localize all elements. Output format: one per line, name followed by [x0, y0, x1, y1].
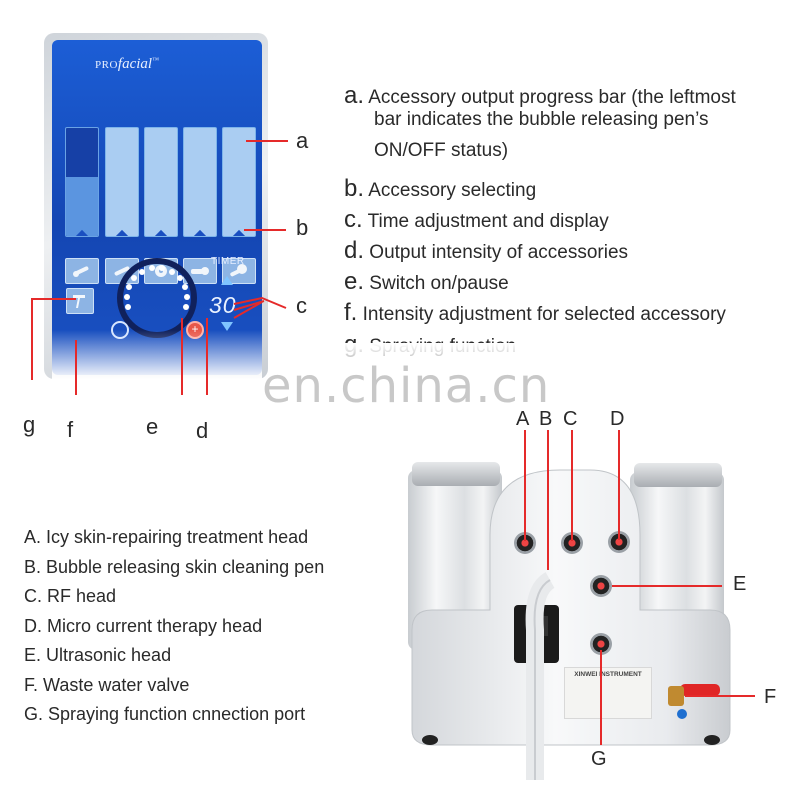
ultrasonic-head-icon: [230, 264, 247, 277]
intensity-dot: [176, 275, 183, 282]
callout-D: D: [610, 408, 625, 430]
progress-bar-bubble-pen: [65, 127, 99, 237]
intensity-dot: [139, 268, 146, 275]
port-c: [561, 532, 583, 554]
plate-title: XINWEI INSTRUMENT: [574, 671, 642, 678]
port-g: [590, 633, 612, 655]
callout-c: c: [296, 293, 307, 318]
micro-current-icon: [191, 267, 209, 275]
progress-bar-3: [144, 127, 178, 237]
legend-e: e. Switch on/pause: [344, 268, 509, 295]
callout-f: f: [67, 417, 74, 442]
intensity-dot: [131, 275, 138, 282]
progress-bar-fill: [66, 176, 98, 236]
legend-fade: [330, 343, 570, 369]
intensity-dot: [126, 284, 133, 291]
icy-head-icon: [73, 266, 89, 277]
screen-fade: [52, 330, 262, 380]
intensity-dot: [125, 304, 132, 311]
brand-tm: ™: [152, 56, 159, 64]
legend-B: B. Bubble releasing skin cleaning pen: [24, 557, 325, 577]
legend-c: c. Time adjustment and display: [344, 206, 609, 233]
progress-bar-4: [183, 127, 217, 237]
legend-E: E. Ultrasonic head: [24, 645, 172, 665]
intensity-dot: [182, 304, 189, 311]
callout-C: C: [563, 408, 578, 430]
legend-C: C. RF head: [24, 586, 117, 606]
legend-a-line2: bar indicates the bubble releasing pen’s: [374, 109, 709, 130]
legend-b: b. Accessory selecting: [344, 175, 537, 202]
legend-a-line3: ON/OFF status): [374, 140, 509, 161]
port-e: [590, 575, 612, 597]
legend-G: G. Spraying function cnnection port: [24, 704, 306, 724]
timer-display: 30: [209, 292, 237, 318]
legend-A: A. Icy skin-repairing treatment head: [24, 527, 309, 547]
port-a: [514, 532, 536, 554]
brand-prefix: PRO: [95, 59, 118, 71]
intensity-dot: [124, 294, 130, 301]
legend-d: d. Output intensity of accessories: [344, 237, 629, 264]
callout-e: e: [146, 414, 159, 439]
control-panel-screen: [52, 40, 262, 375]
right-cylinder-cap: [634, 463, 722, 487]
brand-logo: PROfacial™: [95, 56, 215, 76]
intensity-dot: [168, 268, 175, 275]
accessory-button-1[interactable]: [65, 258, 99, 284]
callout-g: g: [23, 412, 36, 437]
callout-G: G: [591, 748, 607, 770]
intensity-dot: [148, 265, 155, 272]
callout-B: B: [539, 408, 553, 430]
timer-label: TIMER: [211, 256, 245, 267]
callout-a: a: [296, 128, 309, 153]
callout-E: E: [733, 573, 747, 595]
intensity-dot: [183, 294, 190, 301]
intensity-dot: [159, 265, 166, 272]
legend-F: F. Waste water valve: [24, 675, 190, 695]
progress-bar-2: [105, 127, 139, 237]
timer-down-arrow-icon[interactable]: [221, 322, 233, 331]
pen-icon: [114, 266, 130, 276]
spray-button[interactable]: [66, 288, 94, 314]
legend-f: f. Intensity adjustment for selected acc…: [344, 299, 726, 326]
legend-D: D. Micro current therapy head: [24, 616, 263, 636]
port-d: [608, 531, 630, 553]
watermark: en.china.cn: [262, 358, 551, 414]
panel-callout-lines: [31, 140, 288, 395]
brand-name: facial: [117, 56, 153, 72]
callout-A: A: [516, 408, 530, 430]
callout-F: F: [764, 686, 777, 708]
timer-up-arrow-icon[interactable]: [221, 276, 233, 285]
machine-callout-lines: [524, 430, 755, 745]
device-label-plate: XINWEI INSTRUMENT: [564, 667, 652, 719]
left-cylinder-cap: [412, 462, 500, 486]
spray-icon: [73, 295, 85, 308]
progress-bar-5: [222, 127, 256, 237]
intensity-dot: [181, 284, 188, 291]
callout-d: d: [196, 418, 209, 443]
callout-b: b: [296, 215, 309, 240]
